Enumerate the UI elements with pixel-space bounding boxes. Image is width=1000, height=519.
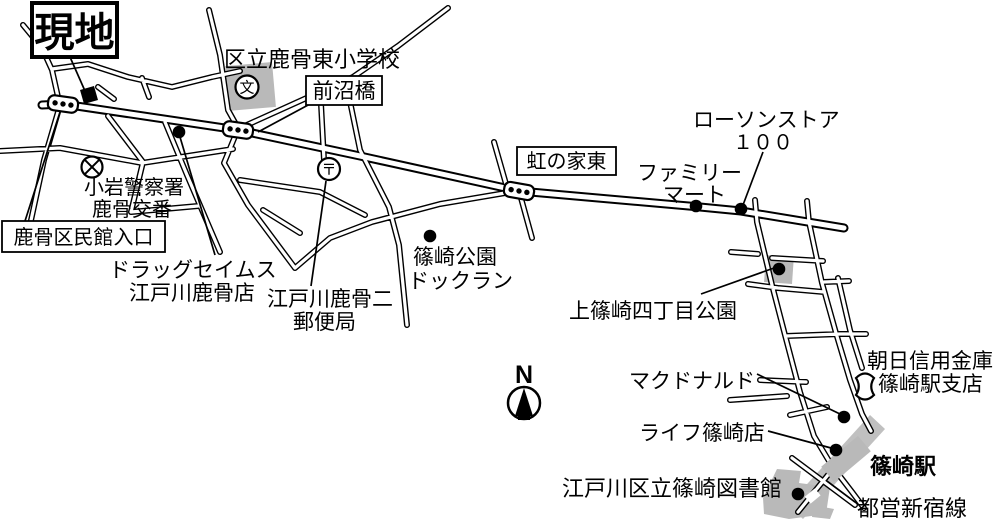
school-icon-glyph: 文 (239, 80, 254, 97)
familymart-dot (689, 199, 703, 213)
mcdonalds-label: マクドナルド (629, 370, 755, 393)
drug-leader (179, 136, 216, 256)
police-koban-icon (80, 155, 104, 179)
library-block-2 (812, 505, 834, 519)
asahi-bank-label-1: 朝日信用金庫 (867, 350, 993, 373)
kamishino-park-label: 上篠崎四丁目公園 (569, 300, 737, 323)
site-label-box (30, 1, 119, 59)
site-leader (69, 56, 86, 92)
roads (0, 5, 874, 515)
famima-label-2: マート (663, 184, 726, 207)
kumin-box (1, 220, 166, 253)
kamishino-leader (700, 267, 775, 295)
life-dot (829, 443, 843, 457)
bank-icon (854, 372, 876, 401)
mcdonalds-dot (837, 410, 851, 424)
signal-crossing-icon (46, 94, 80, 114)
post-leader (310, 180, 327, 287)
maenuma-box (305, 75, 383, 106)
police-label-2: 鹿骨交番 (92, 198, 172, 221)
main-road-fill (39, 101, 847, 231)
drug-label-2: 江戸川鹿骨店 (129, 282, 255, 305)
station-building (821, 435, 871, 483)
drug-label-1: ドラッグセイムス (109, 259, 277, 282)
life-label: ライフ篠崎店 (639, 422, 765, 445)
post-office-icon-glyph: 〒 (321, 162, 336, 179)
signal-crossing-icon (221, 120, 255, 140)
site-label: 現地 (35, 11, 115, 55)
text-labels: 区立鹿骨東小学校 小岩警察署 鹿骨交番 ドラッグセイムス 江戸川鹿骨店 江戸川鹿… (84, 47, 993, 519)
lawson-dot (734, 202, 748, 216)
north-compass-icon: N (506, 361, 542, 421)
station-label: 篠崎駅 (870, 454, 936, 479)
mcdonalds-leader (756, 373, 841, 415)
lawson-leader (742, 151, 764, 206)
boxed-labels: 現地 前沼橋 虹の家東 鹿骨区民館入口 (1, 1, 617, 253)
dogrun-label-1: 篠崎公園 (413, 246, 497, 269)
library-notch (804, 488, 821, 504)
lawson-label-2: １００ (733, 132, 793, 154)
school-label: 区立鹿骨東小学校 (224, 47, 400, 72)
lawson-label-1: ローソンストア (693, 109, 840, 132)
library-dot (791, 487, 805, 501)
famima-label-1: ファミリー (637, 162, 742, 185)
school-icon: 文 (234, 74, 260, 100)
toei-line-label: 都営新宿線 (857, 496, 967, 519)
library-label: 江戸川区立篠崎図書館 (562, 476, 782, 501)
maenuma-leader (257, 103, 311, 133)
compass-n-label: N (515, 361, 533, 389)
site-marker-icon (80, 86, 98, 104)
markers (80, 86, 851, 501)
kumin-leader (24, 111, 61, 222)
toei-leader (826, 480, 856, 503)
post-label-1: 江戸川鹿骨二 (267, 288, 393, 311)
kumin-label: 鹿骨区民館入口 (14, 226, 154, 249)
post-office-icon: 〒 (316, 156, 342, 182)
leader-lines (24, 56, 856, 503)
map-symbols: 文 〒 N (46, 74, 876, 421)
police-label-1: 小岩警察署 (84, 176, 184, 199)
post-label-2: 郵便局 (293, 311, 356, 334)
dogrun-label-2: ドックラン (408, 270, 513, 293)
asahi-bank-label-2: 篠崎駅支店 (878, 373, 983, 396)
dogrun-dot (423, 229, 437, 243)
niji-label: 虹の家東 (527, 150, 607, 173)
kamishino-park-dot (772, 262, 786, 276)
niji-box (516, 146, 617, 176)
maenuma-label: 前沼橋 (313, 80, 376, 103)
drug-seims-dot (172, 125, 186, 139)
life-leader (767, 430, 832, 449)
signal-crossing-icon (502, 180, 536, 202)
